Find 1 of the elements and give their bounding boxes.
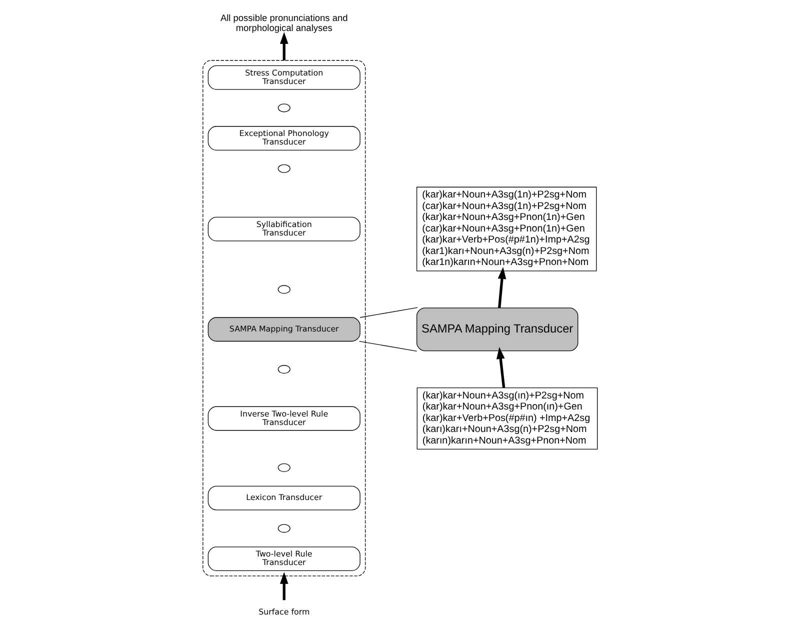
node-text: All possible pronunciations and morphological analyses xyxy=(220,12,348,33)
